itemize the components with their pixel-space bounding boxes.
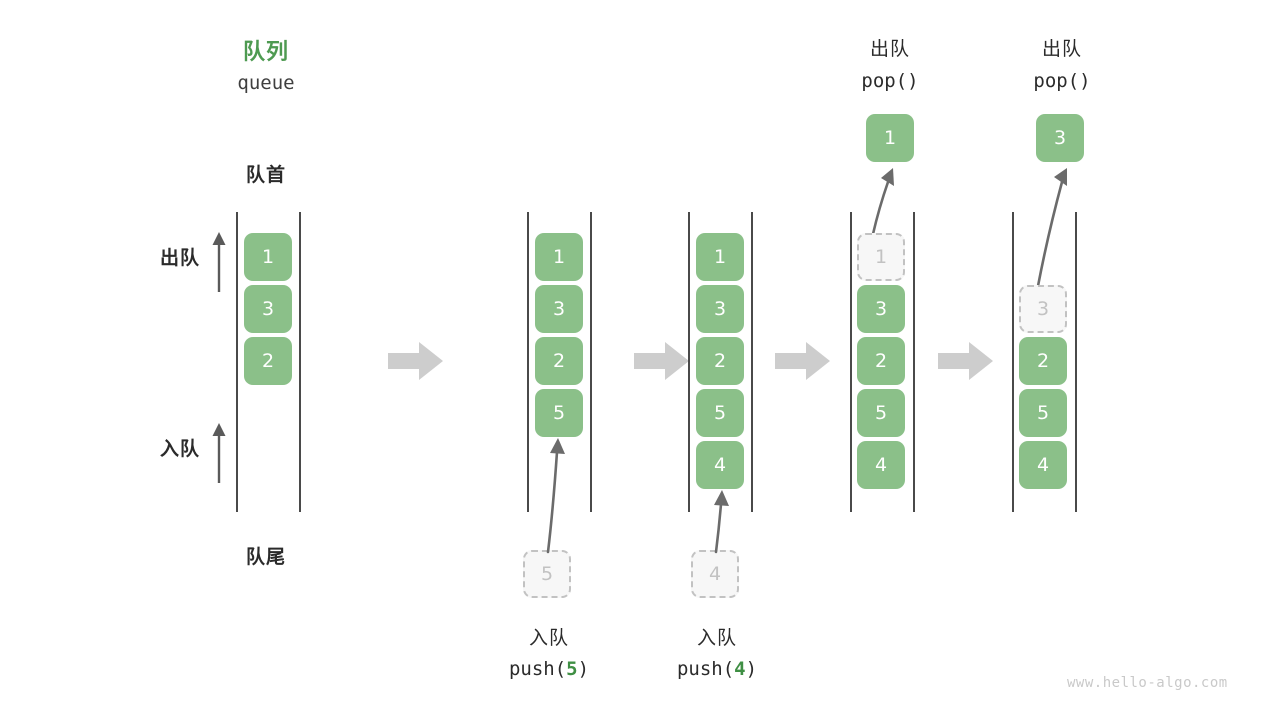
queue-rail-right-step5 — [1075, 212, 1077, 512]
pop-operation-code: pop() — [1033, 70, 1091, 92]
push-operation-label-cn: 入队 — [528, 627, 569, 649]
queue-cell: 3 — [535, 285, 583, 333]
queue-rail-right-step1 — [299, 212, 301, 512]
code-suffix: ) — [745, 658, 758, 680]
step-connector-arrow-icon — [388, 342, 443, 380]
queue-rail-left-step4 — [850, 212, 852, 512]
popped-cell: 1 — [866, 114, 914, 162]
queue-cell: 2 — [696, 337, 744, 385]
queue-cell: 5 — [1019, 389, 1067, 437]
queue-rail-right-step3 — [751, 212, 753, 512]
queue-cell: 1 — [244, 233, 292, 281]
queue-back-label: 队尾 — [245, 546, 286, 568]
queue-cell: 5 — [857, 389, 905, 437]
incoming-ghost-cell: 4 — [691, 550, 739, 598]
queue-cell: 2 — [244, 337, 292, 385]
dequeue-direction-arrow-icon — [212, 232, 226, 292]
code-prefix: push( — [676, 658, 735, 680]
popped-ghost-cell: 3 — [1019, 285, 1067, 333]
code-argument: 4 — [734, 658, 746, 680]
pop-motion-arrow-icon — [1036, 168, 1067, 288]
queue-cell: 4 — [1019, 441, 1067, 489]
queue-front-label: 队首 — [245, 164, 286, 186]
queue-title-en: queue — [237, 72, 295, 94]
queue-title-cn: 队列 — [242, 40, 289, 65]
push-motion-arrow-icon — [546, 438, 565, 554]
push-operation-code: push(5) — [479, 658, 619, 680]
push-motion-arrow-icon — [714, 490, 729, 554]
queue-cell: 3 — [244, 285, 292, 333]
popped-cell: 3 — [1036, 114, 1084, 162]
pop-motion-arrow-icon — [871, 168, 894, 236]
step-connector-arrow-icon — [775, 342, 830, 380]
queue-cell: 2 — [857, 337, 905, 385]
queue-cell: 2 — [535, 337, 583, 385]
queue-rail-right-step2 — [590, 212, 592, 512]
queue-cell: 1 — [696, 233, 744, 281]
queue-cell: 3 — [696, 285, 744, 333]
pop-operation-label-cn: 出队 — [869, 38, 910, 60]
step-connector-arrow-icon — [938, 342, 993, 380]
queue-rail-left-step2 — [527, 212, 529, 512]
queue-cell: 1 — [535, 233, 583, 281]
pop-operation-code: pop() — [861, 70, 919, 92]
queue-rail-left-step3 — [688, 212, 690, 512]
pop-operation-label-cn: 出队 — [1041, 38, 1082, 60]
queue-rail-left-step1 — [236, 212, 238, 512]
queue-cell: 2 — [1019, 337, 1067, 385]
queue-rail-right-step4 — [913, 212, 915, 512]
enqueue-direction-label: 入队 — [159, 438, 200, 460]
queue-cell: 4 — [857, 441, 905, 489]
popped-ghost-cell: 1 — [857, 233, 905, 281]
step-connector-arrow-icon — [634, 342, 689, 380]
push-operation-label-cn: 入队 — [696, 627, 737, 649]
queue-cell: 3 — [857, 285, 905, 333]
queue-rail-left-step5 — [1012, 212, 1014, 512]
queue-cell: 5 — [535, 389, 583, 437]
code-prefix: push( — [508, 658, 567, 680]
code-argument: 5 — [566, 658, 578, 680]
code-suffix: ) — [577, 658, 590, 680]
enqueue-direction-arrow-icon — [212, 423, 226, 483]
queue-cell: 4 — [696, 441, 744, 489]
site-watermark: www.hello-algo.com — [1067, 675, 1228, 691]
push-operation-code: push(4) — [647, 658, 787, 680]
queue-cell: 5 — [696, 389, 744, 437]
dequeue-direction-label: 出队 — [159, 247, 200, 269]
